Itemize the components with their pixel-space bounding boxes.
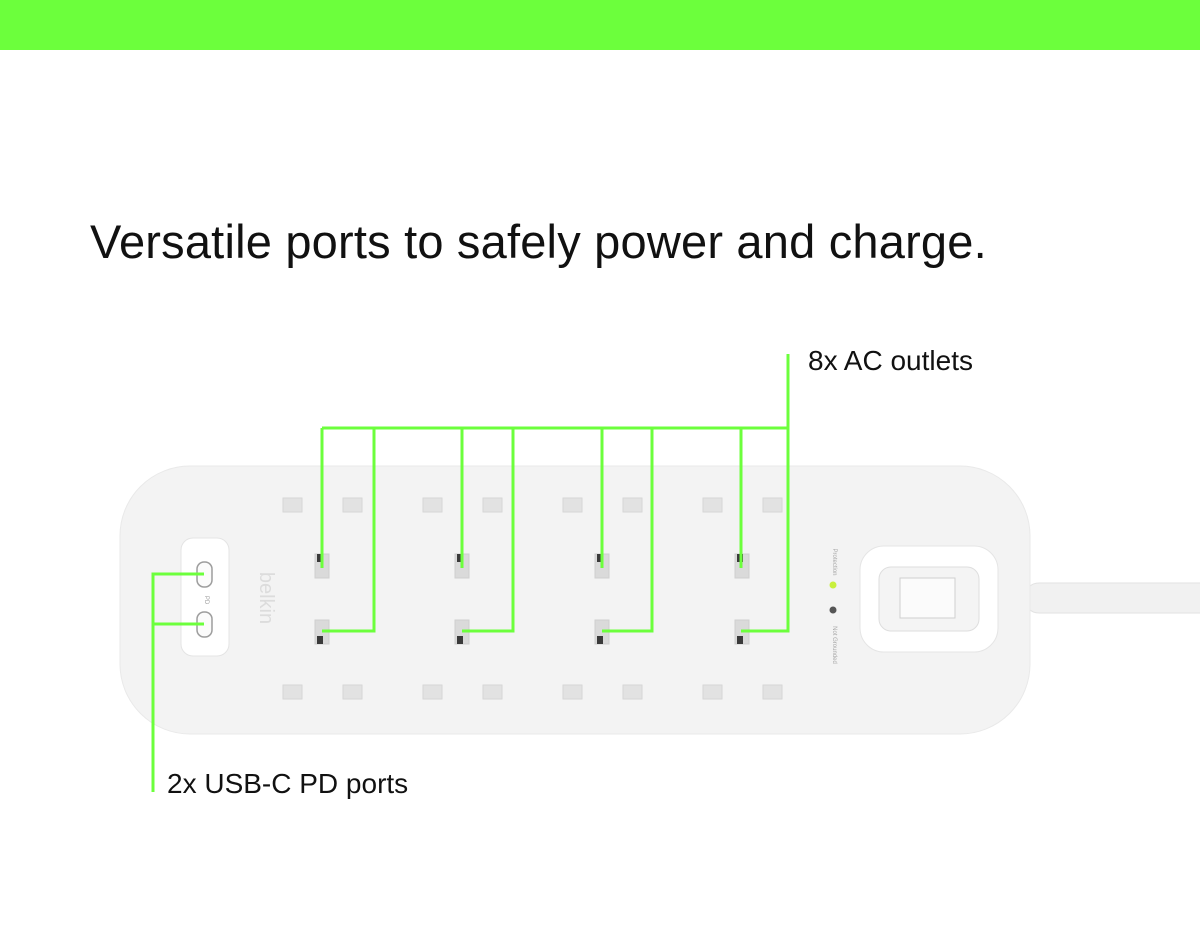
ac-outlet-1 [282, 497, 363, 700]
ac-outlets-callout: 8x AC outlets [808, 345, 973, 376]
headline: Versatile ports to safely power and char… [90, 215, 987, 268]
pd-label: PD [203, 596, 209, 605]
ac-outlet-3 [562, 497, 643, 700]
usbc-panel [180, 537, 230, 657]
top-accent-bar [0, 0, 1200, 50]
usbc-callout-lines [151, 572, 204, 792]
power-switch[interactable] [899, 577, 956, 619]
usbc-ports-callout: 2x USB-C PD ports [167, 768, 409, 799]
belkin-logo: belkin [255, 572, 277, 624]
protection-indicator-light [829, 581, 837, 589]
ac-outlets-callout-lines [320, 354, 790, 633]
not-grounded-indicator-light [829, 606, 837, 614]
protection-indicator-label: Protection [831, 548, 837, 575]
power-cord [1023, 582, 1200, 614]
not-grounded-indicator-label: Not Grounded [831, 626, 837, 664]
power-strip-body [119, 465, 1031, 735]
